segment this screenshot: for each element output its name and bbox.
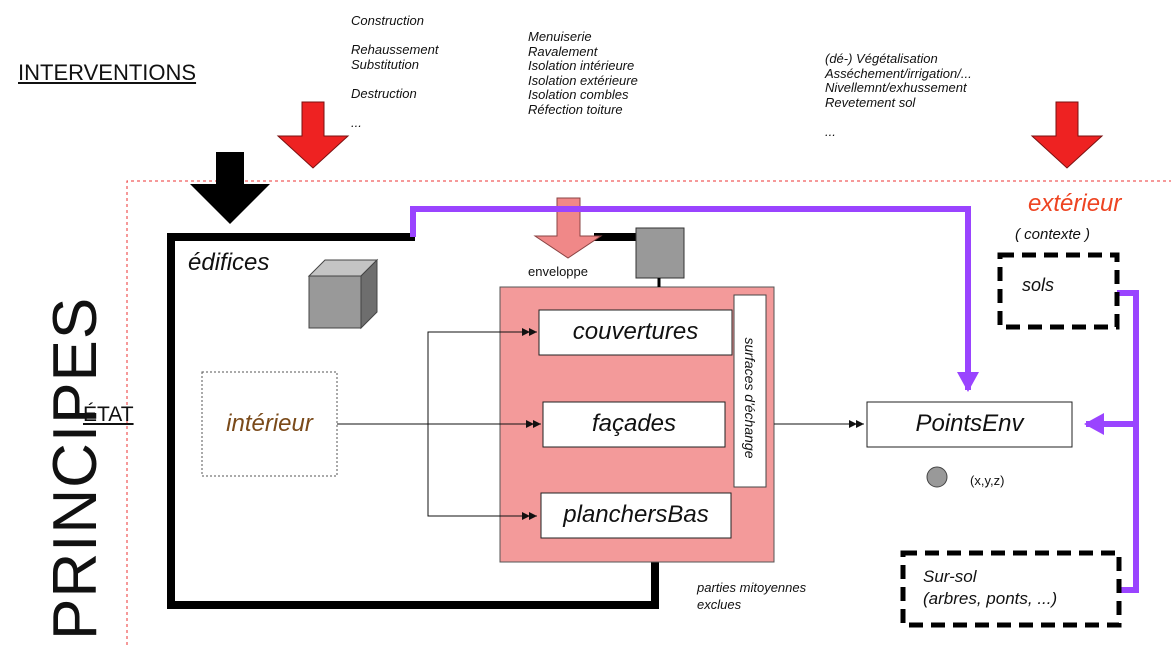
facades-label: façades [591,410,677,437]
list-item: Isolation extérieure [528,72,638,88]
list-item [351,102,438,117]
list-item: (dé-) Végétalisation [825,51,938,66]
list-item: ... [825,123,836,139]
surfaces-echange-box [733,294,767,488]
list-item: Substitution [351,56,419,72]
planchers-bas-box [540,492,732,539]
list-item: Réfection toiture [528,101,623,117]
list-item: Nivellemnt/exhussement [825,80,967,96]
list-item: Destruction [351,85,417,101]
edifices-frame [167,233,659,609]
sols-box [997,252,1120,330]
purple-connector-sursol [1119,424,1139,593]
etat-heading: ÉTAT [83,403,134,426]
grey-square-icon [635,227,685,279]
contexte-label: ( contexte ) [1015,226,1091,243]
mitoyennes-note: parties mitoyennes exclues [697,579,806,613]
red-arrow-edifices-icon [276,101,350,169]
connector-interieur-planchers [427,424,537,520]
xyz-label: (x,y,z) [970,473,1005,488]
list-item [825,110,972,125]
mitoyennes-line-1: parties mitoyennes [697,580,807,595]
interventions-list-edifices: Construction Rehaussement Substitution D… [351,13,439,131]
pointsenv-box [866,401,1073,448]
black-arrow-etat-icon [190,152,270,224]
list-item: Construction [351,13,424,28]
enveloppe-label: enveloppe [528,264,588,279]
list-item [351,29,438,44]
list-item: Menuiserie [528,29,592,44]
interieur-box [201,371,338,477]
edifices-label: édifices [188,249,270,276]
sur-sol-box [900,550,1122,628]
list-item: Ravalement [528,43,598,59]
list-item: ... [351,115,362,131]
list-item: Isolation intérieure [528,58,635,74]
list-item: Asséchement/irrigation/... [825,65,972,81]
pointsenv-label: PointsEnv [915,410,1024,437]
couvertures-box [538,309,733,356]
list-item: Isolation combles [528,87,629,103]
exterieur-label: extérieur [1028,190,1122,217]
list-item: Revetement sol [825,94,916,110]
red-arrow-exterieur-icon [1030,101,1104,169]
sur-sol-line-2: (arbres, ponts, ...) [923,589,1058,608]
exterior-context-border [126,180,1171,645]
cube-icon [307,258,379,330]
couvertures-label: couvertures [572,318,699,345]
interventions-list-enveloppe: Menuiserie Ravalement Isolation intérieu… [528,29,638,118]
point-icon [926,466,948,488]
interventions-heading: INTERVENTIONS [18,60,197,85]
interventions-list-exterieur: (dé-) Végétalisation Asséchement/irrigat… [825,51,972,140]
mitoyennes-line-2: exclues [697,597,742,612]
principes-heading: PRINCIPES [41,296,110,640]
sols-label: sols [1022,275,1055,295]
sur-sol-line-1: Sur-sol [923,567,977,586]
list-item [351,72,438,87]
interieur-label: intérieur [226,410,313,437]
pink-arrow-enveloppe-icon [533,197,603,259]
sur-sol-label: Sur-sol (arbres, ponts, ...) [923,566,1057,610]
list-item: Rehaussement [351,42,439,58]
planchers-bas-label: planchersBas [563,501,709,528]
purple-connector-top [410,206,979,392]
purple-connector-sols [1117,290,1139,424]
surfaces-echange-label: surfaces d'échange [742,337,758,459]
facades-box [542,401,726,448]
